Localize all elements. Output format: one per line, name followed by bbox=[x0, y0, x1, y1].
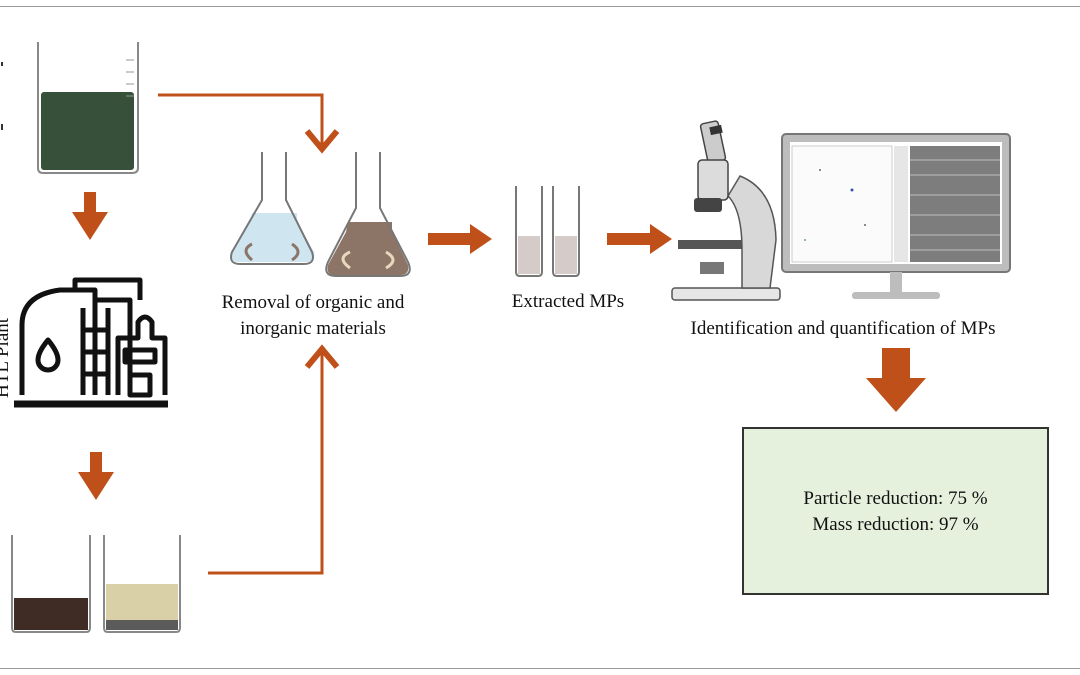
wastewater-beaker-icon bbox=[37, 42, 139, 174]
htl-plant-icon bbox=[14, 277, 168, 408]
down-arrow-icon bbox=[866, 348, 926, 412]
test-tube-icon bbox=[515, 186, 543, 277]
removal-label-line2: inorganic materials bbox=[240, 318, 386, 339]
microscope-icon bbox=[671, 120, 781, 301]
aqueous-beaker-icon bbox=[103, 535, 181, 633]
flask-dark-icon bbox=[325, 152, 411, 277]
down-arrow-icon bbox=[72, 192, 108, 240]
monitor-icon bbox=[781, 133, 1011, 299]
connector-arrow-icon bbox=[208, 344, 340, 575]
mass-reduction: Mass reduction: 97 % bbox=[812, 514, 979, 535]
connector-arrow-icon bbox=[158, 93, 340, 154]
results-box: Particle reduction: 75 % Mass reduction:… bbox=[742, 427, 1049, 595]
test-tube-icon bbox=[552, 186, 580, 277]
identification-label: Identification and quantification of MPs bbox=[690, 318, 996, 339]
down-arrow-icon bbox=[78, 452, 114, 500]
removal-label-line1: Removal of organic and bbox=[221, 292, 405, 313]
bottom-border bbox=[0, 668, 1080, 669]
extracted-mps-label: Extracted MPs bbox=[511, 291, 625, 312]
particle-reduction: Particle reduction: 75 % bbox=[803, 488, 988, 509]
top-border bbox=[0, 6, 1080, 7]
biocrude-beaker-icon bbox=[11, 535, 91, 633]
right-arrow-icon bbox=[607, 224, 672, 254]
flask-light-icon bbox=[230, 152, 315, 265]
htl-plant-label: HTL Plant bbox=[0, 317, 13, 398]
right-arrow-icon bbox=[428, 224, 492, 254]
